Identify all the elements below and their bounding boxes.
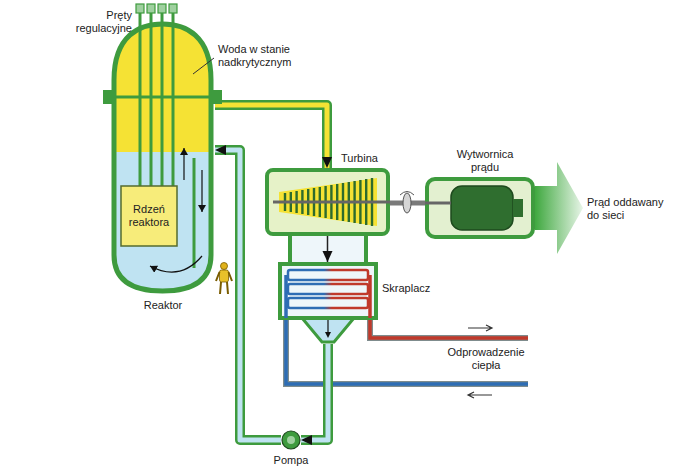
callout-label: Woda w stanie nadkrytycznym (218, 43, 316, 69)
condenser-box (278, 262, 378, 344)
steam-pipe (215, 105, 327, 168)
reactor-vessel-outline (110, 20, 215, 295)
node-label: Rdzeń reaktora (122, 203, 176, 229)
pump-symbol (281, 430, 301, 450)
worker-figure (216, 263, 232, 295)
shaft-coupling (403, 193, 411, 213)
steam-pipe (215, 105, 327, 168)
heat-pipe-hot (370, 316, 528, 338)
water-pipe (301, 344, 328, 440)
heat-pipe-hot (370, 316, 528, 338)
pump: Pompa (281, 430, 301, 450)
power-output-arrow (535, 162, 583, 254)
flow-arrow (468, 325, 492, 331)
grid-output: Prąd oddawany do sieci (535, 162, 583, 254)
turbine: Turbina (265, 168, 390, 236)
part-label: Pręty regulacyjne (50, 9, 132, 35)
flow-arrow (327, 236, 329, 262)
water-pipe (301, 344, 328, 440)
turbine-housing (265, 168, 390, 236)
node-heading: Wytwornica prądu (445, 148, 525, 174)
part-label: Odprowadzenie ciepła (440, 346, 532, 372)
node-heading: Turbina (341, 152, 391, 165)
generator: Wytwornica prądu (425, 177, 535, 239)
node-heading: Skraplacz (382, 282, 442, 295)
node-heading: Pompa (266, 454, 316, 467)
flow-arrow (327, 236, 328, 262)
turbine-neck (290, 234, 366, 266)
water-pipe (301, 344, 328, 440)
arrow-head (215, 105, 327, 168)
condenser: Skraplacz (278, 262, 378, 344)
rotation-arrow (400, 192, 414, 196)
generator-body (425, 177, 535, 239)
reactor-core: Rdzeń reaktora (120, 185, 178, 247)
arrow-head (301, 344, 328, 440)
node-heading: Reaktor (128, 299, 198, 312)
node-heading: Prąd oddawany do sieci (587, 196, 677, 222)
arrow-head (327, 236, 328, 262)
reactor-vessel: ReaktorRdzeń reaktora (110, 20, 215, 295)
leader-line (193, 58, 214, 74)
flow-arrow (468, 392, 492, 398)
steam-pipe (215, 105, 327, 168)
